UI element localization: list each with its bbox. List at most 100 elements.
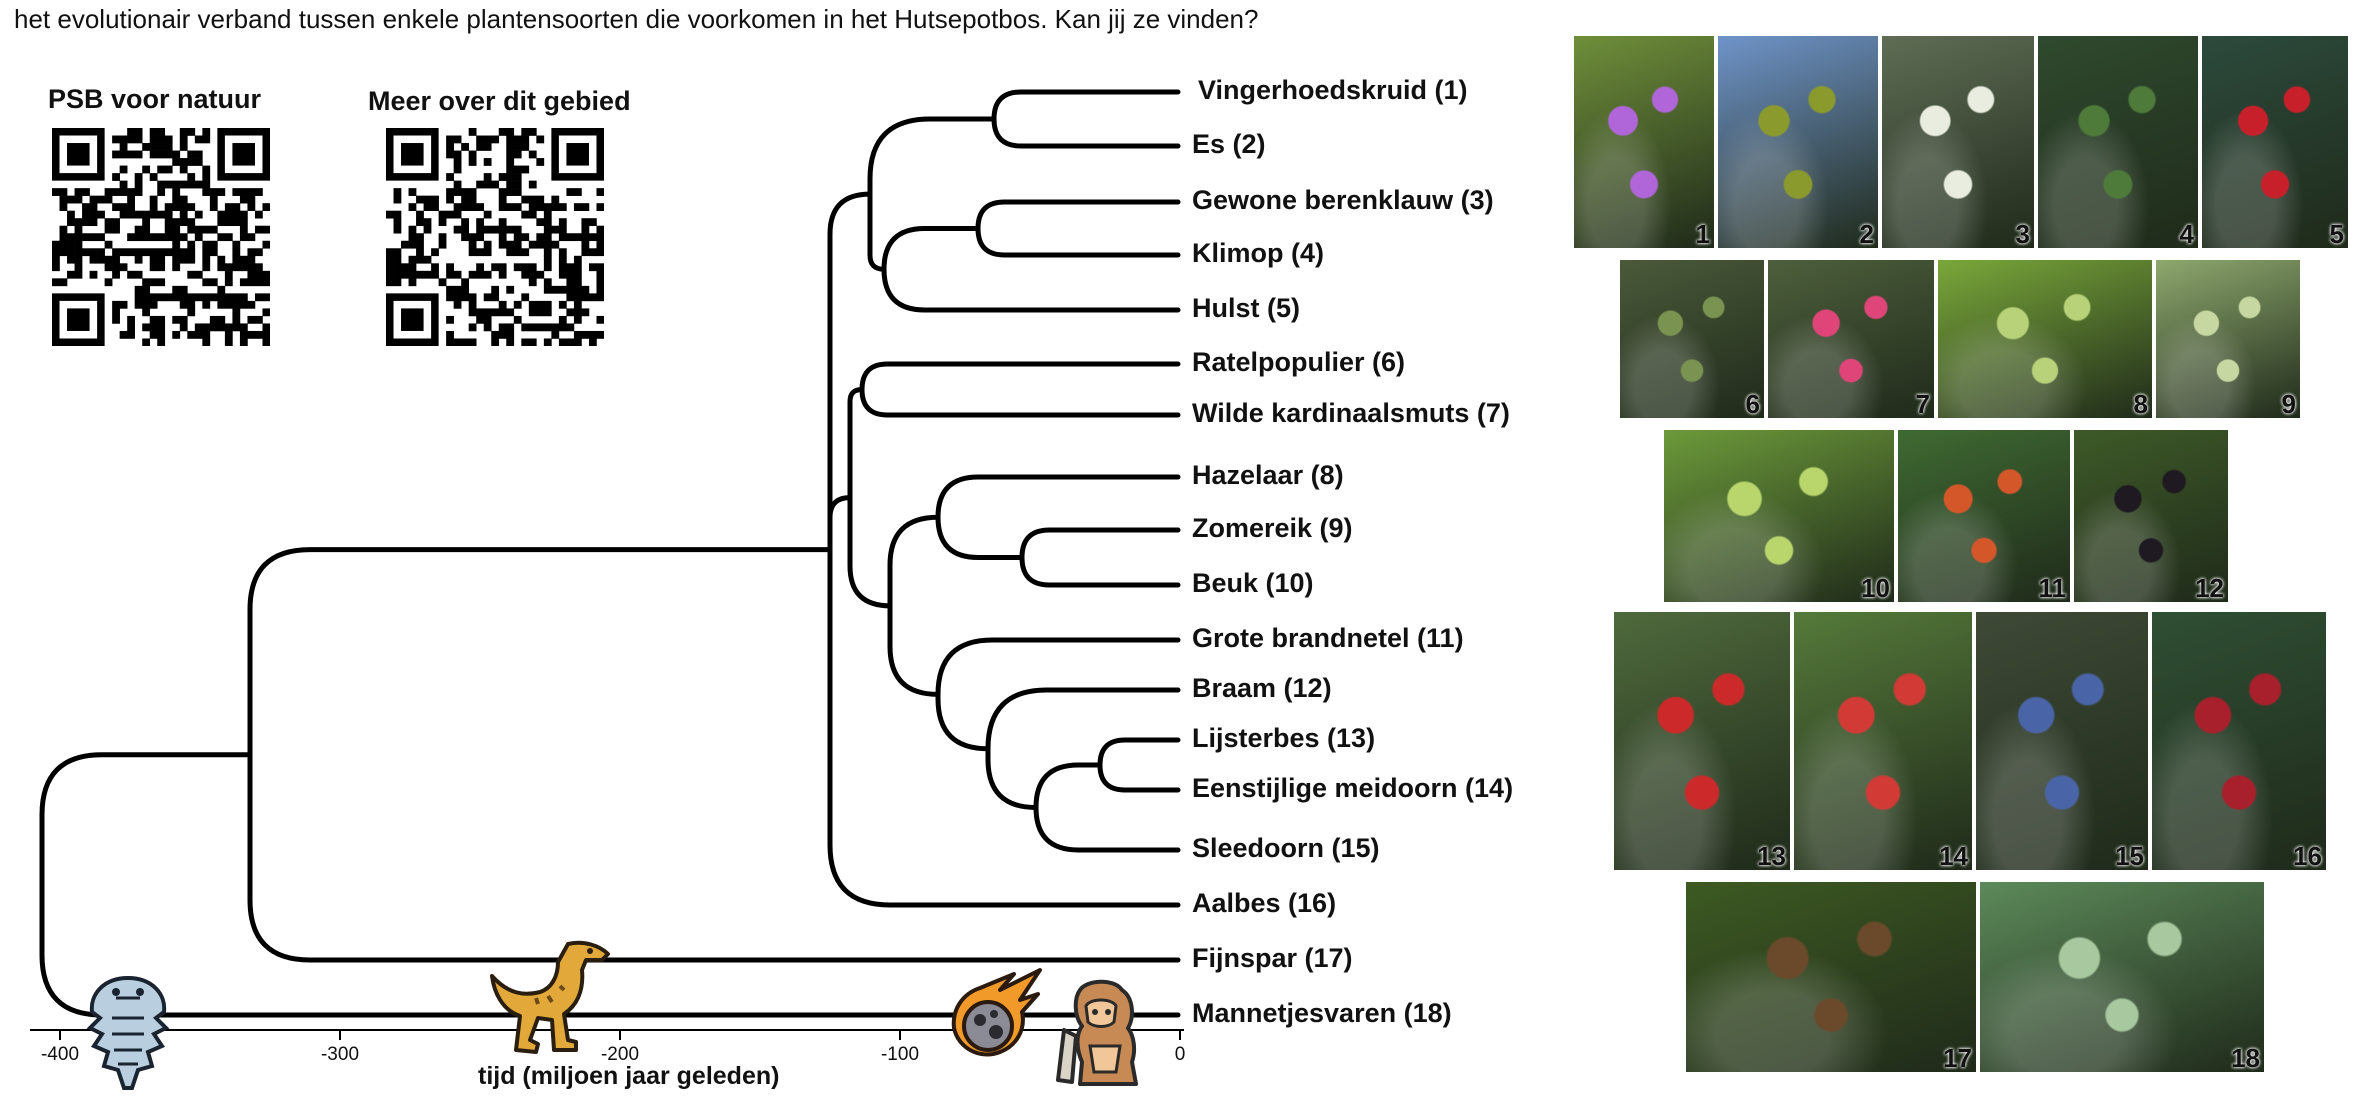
photo-number: 10 (1861, 573, 1890, 603)
photo-number: 13 (1757, 841, 1786, 871)
tree-branch (867, 191, 887, 272)
tree-branch-leaf (1033, 805, 1181, 853)
tree-branch-leaf (1097, 737, 1181, 768)
tree-branch (935, 691, 991, 752)
species-label-18: Mannetjesvaren (18) (1192, 998, 1452, 1028)
tree-branch-leaf (935, 637, 1181, 697)
plant-photo-15: 15 (1974, 610, 2150, 872)
tree-branch-leaf (935, 474, 1181, 520)
species-label-9: Zomereik (9) (1192, 513, 1353, 543)
qr-code-psb[interactable] (52, 128, 270, 346)
plant-photo-18: 18 (1978, 880, 2266, 1074)
species-label-1: Vingerhoedskruid (1) (1198, 75, 1468, 105)
plant-photo-7: 7 (1766, 258, 1936, 420)
tree-branch (887, 514, 941, 609)
photo-number: 14 (1939, 841, 1968, 871)
plant-photo-1: 1 (1572, 34, 1716, 250)
photo-number: 11 (2038, 573, 2067, 603)
plant-photo-16: 16 (2150, 610, 2328, 872)
species-label-4: Klimop (4) (1192, 238, 1324, 268)
dinosaur-icon (490, 940, 610, 1054)
tree-branch-leaf (975, 199, 1181, 231)
qr-code-gebied[interactable] (386, 128, 604, 346)
tree-branch (39, 752, 253, 888)
photo-number: 5 (2329, 219, 2344, 249)
plant-photo-2: 2 (1716, 34, 1880, 250)
photo-number: 17 (1943, 1043, 1972, 1073)
photo-number: 16 (2293, 841, 2322, 871)
photo-number: 1 (1695, 219, 1710, 249)
phylogenetic-tree (30, 89, 1184, 1040)
species-label-2: Es (2) (1192, 129, 1266, 159)
tree-branch-leaf (1097, 762, 1181, 793)
species-label-8: Hazelaar (8) (1192, 460, 1344, 490)
species-label-10: Beuk (10) (1192, 568, 1314, 598)
species-label-17: Fijnspar (17) (1192, 943, 1353, 973)
photo-number: 15 (2115, 841, 2144, 871)
tree-branch (935, 514, 1025, 560)
plant-photo-4: 4 (2036, 34, 2200, 250)
species-label-11: Grote brandnetel (11) (1192, 623, 1464, 653)
axis-tick-label: 0 (1174, 1044, 1186, 1065)
tree-branch (827, 495, 853, 553)
species-label-16: Aalbes (16) (1192, 888, 1337, 918)
tree-branch-leaf (985, 687, 1181, 752)
time-axis-label: tijd (miljoen jaar geleden) (478, 1062, 780, 1090)
species-label-12: Braam (12) (1192, 673, 1332, 703)
tree-branch-leaf (881, 266, 1181, 313)
photo-number: 8 (2133, 389, 2148, 419)
species-label-7: Wilde kardinaalsmuts (7) (1192, 398, 1510, 428)
tree-branch-leaf (247, 752, 1181, 963)
tree-branch (881, 226, 981, 272)
tree-branch-leaf (859, 387, 1181, 418)
caveman-icon (1056, 979, 1138, 1086)
trilobite-icon (86, 975, 170, 1090)
plant-photo-6: 6 (1618, 258, 1766, 420)
tree-branch (847, 495, 893, 609)
species-label-6: Ratelpopulier (6) (1192, 347, 1406, 377)
photo-number: 7 (1915, 389, 1930, 419)
tree-branch (247, 547, 833, 758)
axis-tick-label: -400 (40, 1044, 80, 1065)
intro-text: het evolutionair verband tussen enkele p… (14, 4, 1259, 34)
species-label-15: Sleedoorn (15) (1192, 833, 1380, 863)
axis-tick-label: -200 (600, 1044, 640, 1065)
tree-branch (867, 116, 997, 197)
photo-number: 2 (1859, 219, 1874, 249)
tree-branch-leaf (975, 226, 1181, 258)
tree-branch-leaf (827, 547, 1181, 908)
meteor-icon (951, 968, 1042, 1057)
species-label-13: Lijsterbes (13) (1192, 723, 1376, 753)
species-label-14: Eenstijlige meidoorn (14) (1192, 773, 1514, 803)
tree-branch (1033, 762, 1103, 810)
axis-tick-label: -300 (320, 1044, 360, 1065)
species-label-3: Gewone berenklauw (3) (1192, 185, 1494, 215)
plant-photo-3: 3 (1880, 34, 2036, 250)
axis-tick-label: -100 (880, 1044, 920, 1065)
tree-branch (847, 387, 865, 501)
photo-number: 6 (1745, 389, 1760, 419)
photo-number: 3 (2015, 219, 2030, 249)
plant-photo-11: 11 (1896, 428, 2072, 604)
qr-title-psb: PSB voor natuur (48, 84, 262, 114)
photo-number: 18 (2231, 1043, 2260, 1073)
plant-photo-12: 12 (2072, 428, 2230, 604)
plant-photo-14: 14 (1792, 610, 1974, 872)
photo-number: 12 (2195, 573, 2224, 603)
plant-photo-10: 10 (1662, 428, 1896, 604)
tree-branch-leaf (1019, 555, 1181, 588)
plant-photo-13: 13 (1612, 610, 1792, 872)
plant-photo-17: 17 (1684, 880, 1978, 1074)
tree-branch-leaf (1019, 527, 1181, 560)
tree-branch (985, 746, 1039, 810)
species-label-5: Hulst (5) (1192, 293, 1300, 323)
tree-branch (827, 191, 873, 553)
photo-number: 9 (2281, 389, 2296, 419)
plant-photo-9: 9 (2154, 258, 2302, 420)
tree-branch-leaf (991, 116, 1181, 149)
tree-branch-leaf (991, 89, 1181, 122)
plant-photo-8: 8 (1936, 258, 2154, 420)
tree-branch-leaf (859, 361, 1181, 392)
plant-photo-5: 5 (2200, 34, 2350, 250)
tree-branch (887, 603, 941, 697)
